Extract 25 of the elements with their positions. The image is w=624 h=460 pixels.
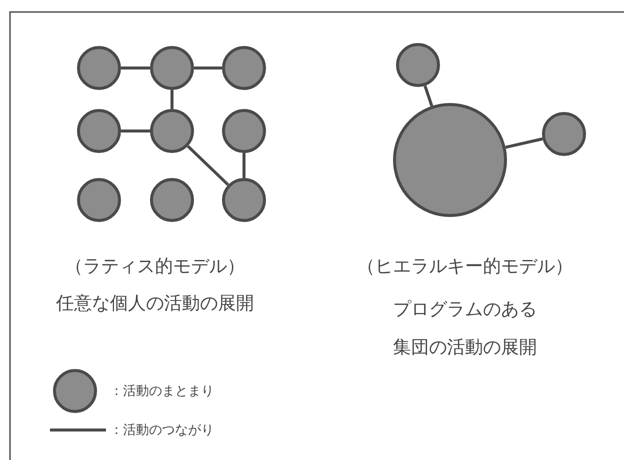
activity-circle: [396, 43, 440, 87]
activity-circle: [150, 178, 194, 222]
legend-text: ：活動のつながり: [110, 422, 214, 439]
connecting-line: [505, 137, 543, 149]
activity-circle: [222, 109, 266, 153]
activity-circle: [222, 46, 266, 90]
model-heading: （ヒエラルキー的モデル）: [357, 255, 573, 278]
activity-circle: [77, 109, 121, 153]
legend-text: ：活動のまとまり: [110, 383, 214, 400]
model-description: 任意な個人の活動の展開: [56, 292, 254, 315]
model-heading: （ラティス的モデル）: [65, 255, 245, 278]
activity-circle: [150, 109, 194, 153]
connecting-line: [194, 66, 222, 70]
activity-circle: [222, 178, 266, 222]
connecting-line: [242, 153, 246, 178]
activity-circle: [150, 46, 194, 90]
connecting-line: [121, 66, 150, 70]
connecting-line: [170, 90, 174, 109]
activity-circle: [542, 112, 586, 156]
connecting-line: [121, 130, 150, 132]
connecting-line: [424, 85, 434, 106]
connecting-line: [186, 145, 230, 186]
model-description: プログラムのある集団の活動の展開: [392, 298, 538, 360]
activity-circle: [77, 46, 121, 90]
activity-circle: [77, 178, 121, 222]
